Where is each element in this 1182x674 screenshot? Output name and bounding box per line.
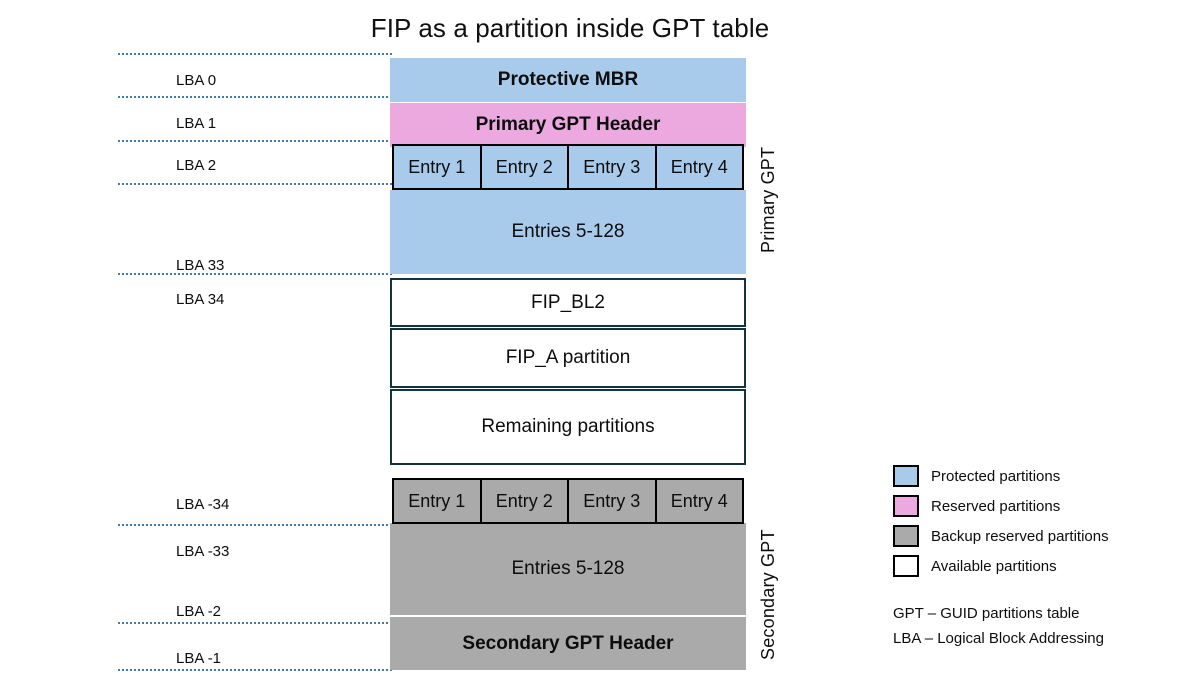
partition-band: FIP_BL2 — [390, 278, 746, 327]
legend-row: Protected partitions — [893, 461, 1109, 491]
lba-label: LBA -1 — [176, 650, 222, 667]
leader-line-1 — [118, 96, 392, 98]
lba-label: LBA 34 — [176, 291, 225, 308]
partition-band: Entries 5-128 — [390, 190, 746, 274]
gpt-entry-cell: Entry 3 — [569, 480, 657, 522]
lba-label: LBA -33 — [176, 543, 230, 560]
lba-label: LBA 0 — [176, 72, 217, 89]
legend-swatch-icon — [893, 555, 919, 577]
legend-row: Reserved partitions — [893, 491, 1109, 521]
partition-band: Protective MBR — [390, 58, 746, 102]
legend-label: Backup reserved partitions — [931, 527, 1109, 545]
abbreviation-line: GPT – GUID partitions table — [893, 605, 1080, 622]
gpt-entry-cell: Entry 2 — [481, 480, 569, 522]
lba-label: LBA -2 — [176, 603, 222, 620]
gpt-entry-cell: Entry 3 — [569, 146, 657, 188]
gpt-entry-cell: Entry 2 — [481, 146, 569, 188]
gpt-entry-cell: Entry 4 — [656, 146, 742, 188]
gpt-entry-cell: Entry 1 — [394, 480, 482, 522]
gpt-entry-cell: Entry 4 — [656, 480, 742, 522]
leader-line-2 — [118, 140, 392, 142]
lba-label: LBA -34 — [176, 496, 230, 513]
leader-line-6 — [118, 622, 392, 624]
legend-row: Backup reserved partitions — [893, 521, 1109, 551]
legend-swatch-icon — [893, 465, 919, 487]
legend-label: Available partitions — [931, 557, 1057, 575]
leader-line-0 — [118, 53, 392, 55]
legend-swatch-icon — [893, 495, 919, 517]
gpt-entry-cell: Entry 1 — [394, 146, 482, 188]
legend-label: Protected partitions — [931, 467, 1061, 485]
partition-band: Entries 5-128 — [390, 523, 746, 615]
legend-swatch-icon — [893, 525, 919, 547]
leader-line-5 — [118, 524, 392, 526]
side-label: Secondary GPT — [758, 529, 778, 660]
leader-line-4 — [118, 273, 392, 275]
partition-band: Primary GPT Header — [390, 103, 746, 147]
lba-label: LBA 2 — [176, 157, 217, 174]
legend-label: Reserved partitions — [931, 497, 1061, 515]
leader-line-3 — [118, 183, 392, 185]
partition-band: FIP_A partition — [390, 328, 746, 388]
lba-label: LBA 1 — [176, 115, 217, 132]
page-title: FIP as a partition inside GPT table — [370, 13, 770, 43]
lba-label: LBA 33 — [176, 257, 225, 274]
leader-line-7 — [118, 669, 392, 671]
legend-row: Available partitions — [893, 551, 1109, 581]
partition-band: Secondary GPT Header — [390, 617, 746, 670]
partition-band: Remaining partitions — [390, 389, 746, 465]
side-label: Primary GPT — [758, 146, 778, 253]
abbreviation-line: LBA – Logical Block Addressing — [893, 630, 1104, 647]
